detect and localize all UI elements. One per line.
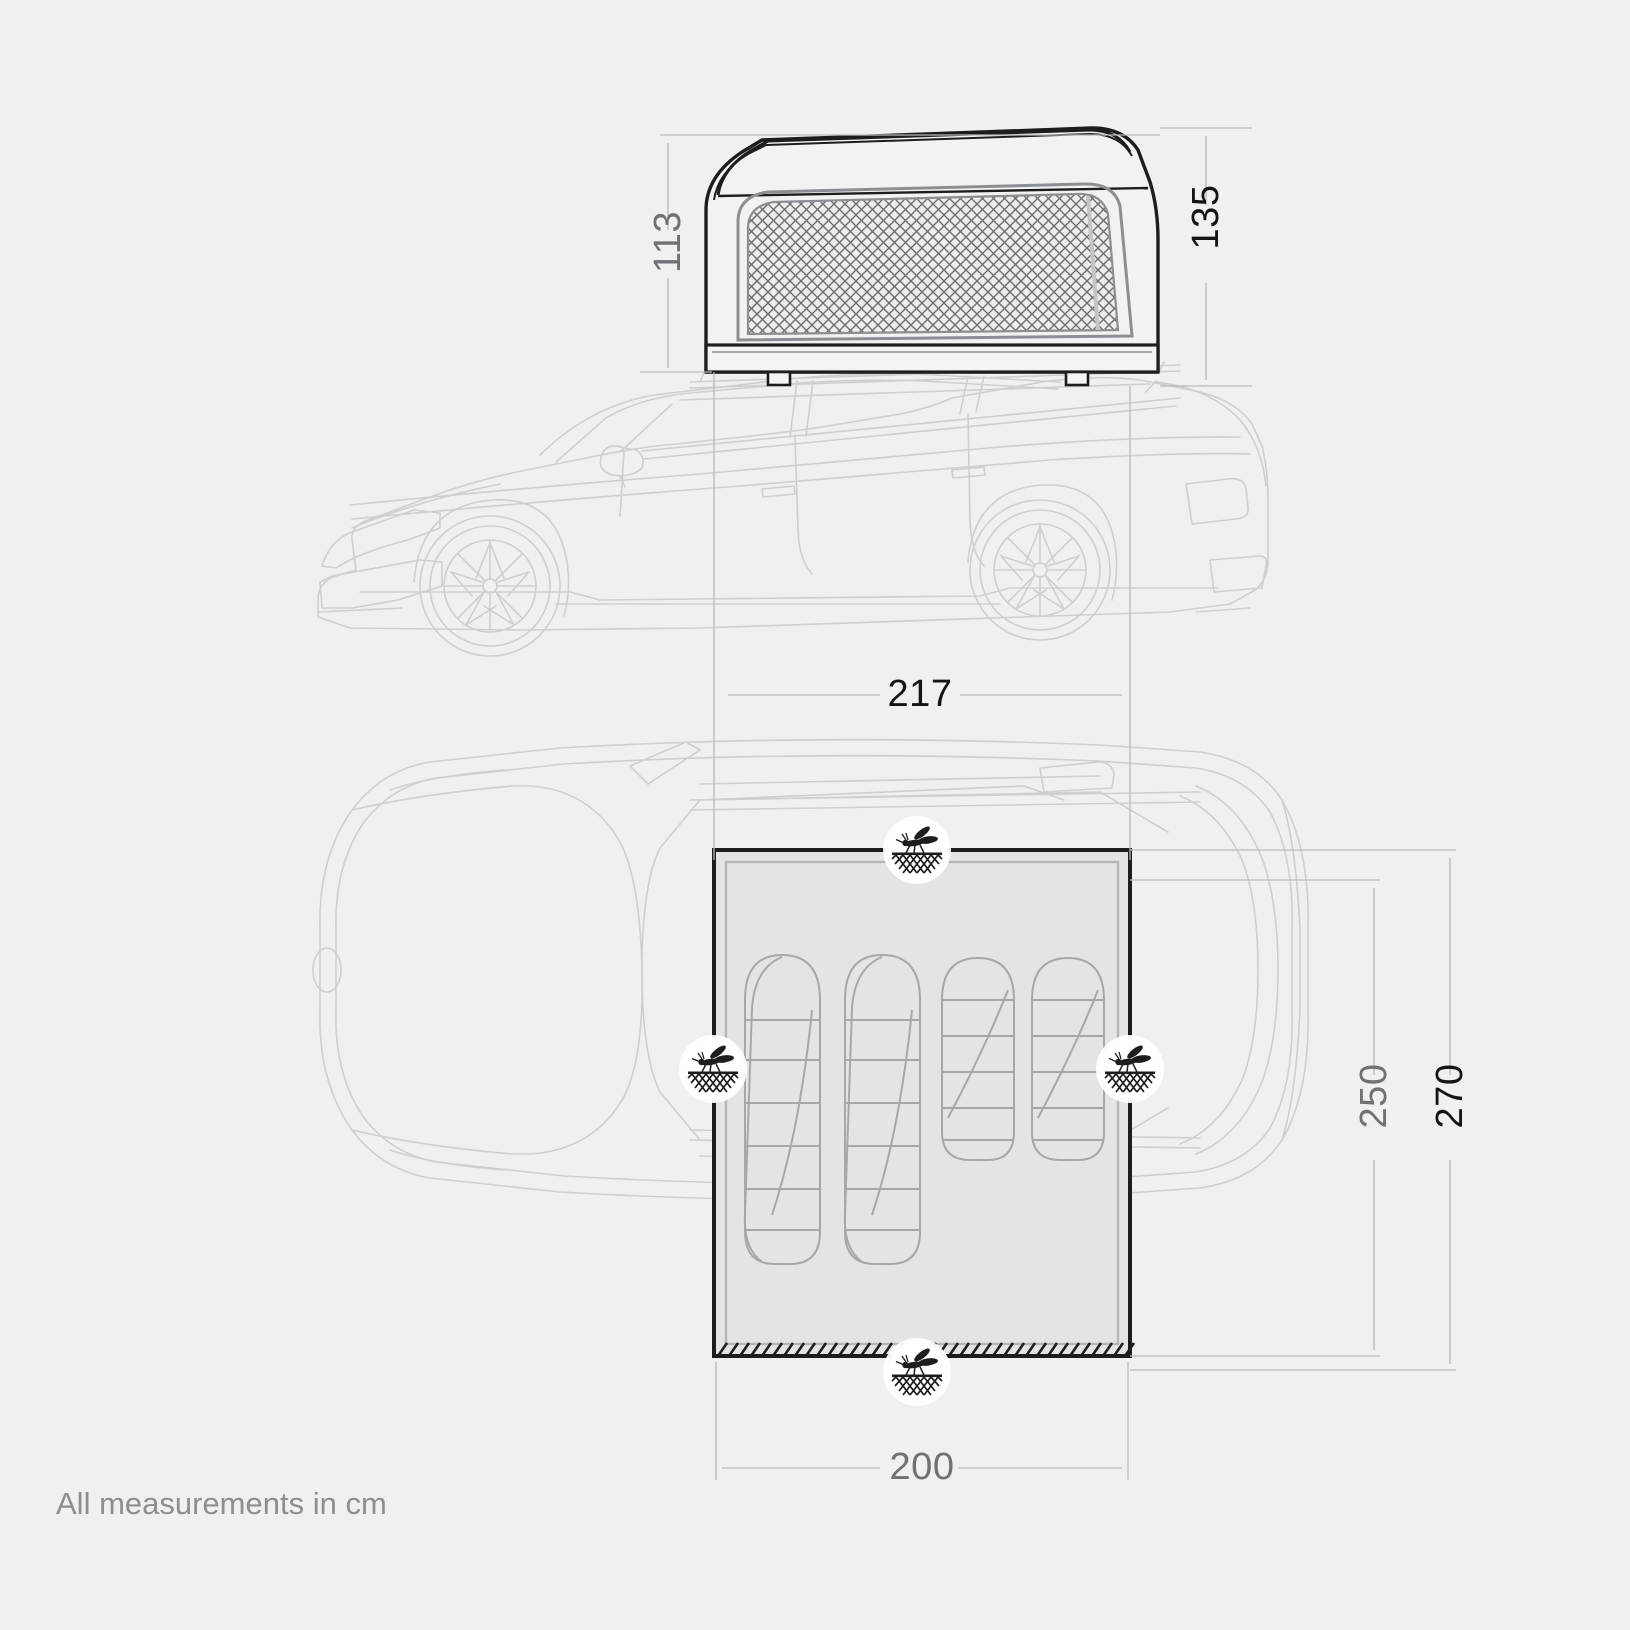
tent-shell [704, 126, 1160, 387]
dimension-label-135: 135 [1185, 184, 1227, 250]
sleeping-bags [743, 953, 1105, 1265]
mosquito-net-icon[interactable] [1096, 1035, 1164, 1103]
measurement-unit-note: All measurements in cm [56, 1486, 387, 1521]
mosquito-net-icon[interactable] [883, 816, 951, 884]
dimension-label-113: 113 [647, 210, 689, 274]
mosquito-net-icon[interactable] [883, 1338, 951, 1406]
dimension-label-200: 200 [889, 1446, 955, 1488]
tent-plan-outline [712, 848, 1132, 1358]
car-side-view [317, 361, 1269, 657]
tent-plan-inner-outline [724, 860, 1120, 1346]
dimension-label-217: 217 [887, 673, 953, 715]
dimension-label-250: 250 [1353, 1063, 1395, 1129]
mosquito-net-icon[interactable] [679, 1035, 747, 1103]
mesh-window-pattern [748, 193, 1118, 334]
car-top-view [312, 738, 1309, 1202]
dimension-label-270: 270 [1429, 1063, 1471, 1129]
